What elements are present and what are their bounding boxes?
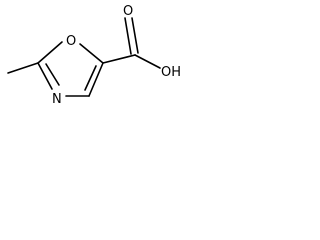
bond-n3-c2-inner (45, 63, 60, 86)
bond-methyl-c2 (7, 62, 39, 74)
bond-carbonyl-a (124, 17, 132, 55)
carbonyl-oxygen-label: O (123, 4, 133, 19)
structure-canvas: O N O OH (0, 0, 194, 126)
bond-o1-c5 (79, 43, 104, 64)
bond-n3-c2 (37, 62, 53, 90)
bond-carboxyl-oh (134, 54, 161, 69)
bond-c2-o1 (37, 41, 63, 64)
hydroxyl-label: OH (161, 65, 181, 80)
ring-oxygen-label: O (66, 34, 76, 49)
bond-c5-c4-inner (84, 65, 97, 91)
bond-carbonyl-b (131, 17, 139, 54)
bond-c5-c4 (88, 62, 104, 97)
ring-nitrogen-label: N (52, 92, 62, 107)
bond-c5-carboxyl (102, 54, 136, 64)
molecule-structure: O N O OH (7, 4, 181, 107)
